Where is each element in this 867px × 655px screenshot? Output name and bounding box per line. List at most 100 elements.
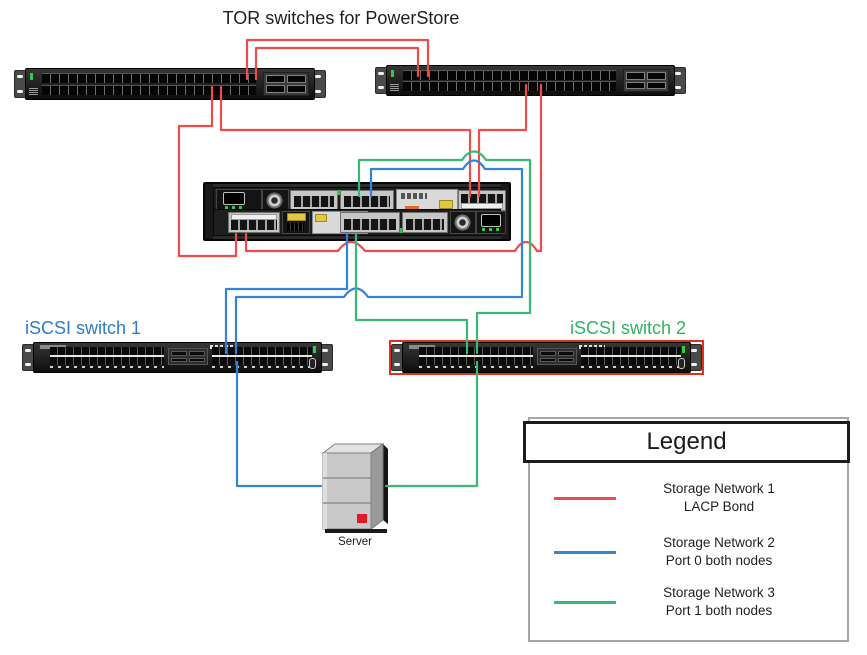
iscsi-switch-1 bbox=[22, 342, 333, 373]
label-specks bbox=[29, 88, 38, 95]
port-latch-strip bbox=[581, 355, 681, 357]
label-specks bbox=[390, 84, 399, 91]
legend-entry-text: Storage Network 2 Port 0 both nodes bbox=[630, 534, 808, 570]
io-module bbox=[458, 190, 506, 211]
io-module bbox=[340, 212, 400, 233]
rj45-row-bottom bbox=[419, 357, 533, 365]
rj45-row-bottom bbox=[212, 357, 312, 365]
rj45-port-group bbox=[212, 347, 312, 368]
rj45-port-group bbox=[50, 347, 164, 368]
rj45-row-top bbox=[581, 347, 681, 355]
rj45-port-group bbox=[581, 347, 681, 368]
legend-row-storage-network-3: Storage Network 3 Port 1 both nodes bbox=[554, 582, 824, 622]
port-row bbox=[344, 219, 396, 230]
qsfp-port bbox=[626, 81, 645, 89]
psu-module bbox=[476, 211, 506, 234]
legend-line2: Port 1 both nodes bbox=[665, 603, 773, 618]
port-latch-strip bbox=[50, 355, 164, 357]
red-line-swatch bbox=[554, 496, 616, 500]
node-b bbox=[213, 209, 506, 236]
power-led-green bbox=[313, 346, 316, 353]
qsfp-port bbox=[647, 72, 666, 80]
diagram-title: TOR switches for PowerStore bbox=[222, 8, 460, 28]
tor-switch-1 bbox=[14, 68, 326, 100]
connector-block bbox=[282, 211, 310, 234]
port-led-dashes bbox=[419, 366, 533, 368]
connector-grid bbox=[287, 223, 304, 231]
legend-row-storage-network-2: Storage Network 2 Port 0 both nodes bbox=[554, 532, 824, 572]
handle-yellow bbox=[315, 214, 327, 222]
switch-faceplate bbox=[25, 68, 315, 100]
qsfp-port bbox=[626, 72, 645, 80]
rj45-port-group bbox=[419, 347, 533, 368]
iscsi-switch-2 bbox=[389, 340, 704, 375]
legend-line1: Storage Network 1 bbox=[663, 481, 775, 496]
red-link-tor2-nodeA bbox=[477, 83, 528, 198]
rj45-row-bottom bbox=[581, 357, 681, 365]
green-link-iscsi2-server bbox=[384, 360, 479, 488]
qsfp-port bbox=[287, 75, 306, 83]
legend-entry-text: Storage Network 1 LACP Bond bbox=[630, 480, 808, 516]
blue-link-iscsi1-server bbox=[235, 360, 323, 488]
port-row bbox=[406, 219, 444, 230]
sfp-cage bbox=[171, 357, 187, 362]
qsfp-port-block bbox=[263, 72, 309, 96]
server-tower-graphic bbox=[321, 443, 388, 533]
port-led-dashes bbox=[581, 366, 681, 368]
io-module bbox=[402, 212, 448, 233]
blue-line-swatch bbox=[554, 550, 616, 554]
green-link-nodeB-iscsi2 bbox=[354, 232, 469, 355]
power-led-green bbox=[682, 346, 685, 353]
sfp-cage-block bbox=[168, 348, 208, 365]
green-line-swatch bbox=[554, 600, 616, 604]
port-led-dashes bbox=[212, 366, 312, 368]
sfp-port-row bbox=[403, 70, 616, 80]
powerstore-appliance bbox=[203, 182, 511, 241]
fan-rotor bbox=[453, 213, 472, 232]
qsfp-port bbox=[266, 85, 285, 93]
sfp-cage bbox=[171, 351, 187, 356]
port-row bbox=[231, 220, 277, 230]
stack-button bbox=[678, 358, 685, 369]
rj45-row-top bbox=[419, 347, 533, 355]
sfp-port-row bbox=[42, 85, 256, 95]
sfp-cage bbox=[558, 351, 574, 356]
legend-line1: Storage Network 2 bbox=[663, 535, 775, 550]
switch-faceplate bbox=[386, 65, 675, 96]
switch-faceplate bbox=[402, 342, 691, 373]
sfp-cage bbox=[189, 357, 205, 362]
io-module bbox=[290, 190, 338, 211]
server-shadow-bottom bbox=[325, 529, 387, 533]
legend-title: Legend bbox=[523, 421, 850, 463]
power-socket bbox=[223, 192, 245, 205]
power-socket bbox=[481, 214, 501, 227]
rj45-row-top bbox=[50, 347, 164, 355]
io-module bbox=[340, 190, 394, 211]
rj45-row-top bbox=[212, 347, 312, 355]
switch-faceplate bbox=[33, 342, 322, 373]
server-label: Server bbox=[338, 536, 372, 548]
psu-leds bbox=[482, 228, 500, 231]
server bbox=[318, 440, 393, 545]
port-row bbox=[344, 196, 390, 207]
sfp-cage-block bbox=[537, 348, 577, 365]
legend-line2: LACP Bond bbox=[683, 499, 755, 514]
server-front-highlight bbox=[323, 453, 327, 529]
port-latch-strip bbox=[419, 355, 533, 357]
port-row bbox=[294, 196, 334, 207]
legend-row-storage-network-1: Storage Network 1 LACP Bond bbox=[554, 478, 824, 518]
handle-yellow bbox=[439, 200, 453, 209]
tor-switch-2 bbox=[375, 65, 686, 96]
handle-yellow bbox=[287, 213, 306, 221]
chassis-rail bbox=[205, 184, 213, 239]
sfp-cage bbox=[558, 357, 574, 362]
server-side-face bbox=[370, 443, 384, 530]
legend-line1: Storage Network 3 bbox=[663, 585, 775, 600]
sfp-cage bbox=[189, 351, 205, 356]
port-led-dashes bbox=[50, 366, 164, 368]
iscsi-switch-2-label: iSCSI switch 2 bbox=[570, 318, 687, 338]
server-shadow-right bbox=[383, 444, 388, 524]
qsfp-port bbox=[647, 81, 666, 89]
sfp-port-row bbox=[403, 81, 616, 91]
